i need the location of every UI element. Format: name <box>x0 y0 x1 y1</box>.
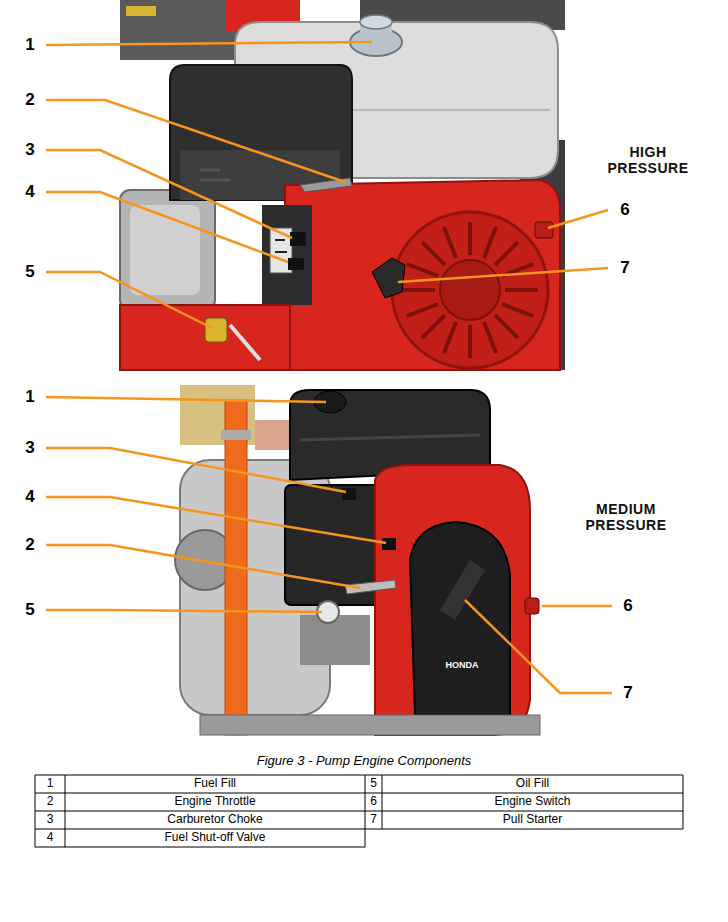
callout-number: 6 <box>623 596 632 616</box>
table-cell: 1 <box>35 775 65 793</box>
section-heading: HIGH PRESSURE <box>598 144 698 176</box>
section-heading: MEDIUM PRESSURE <box>576 501 676 533</box>
table-cell: Fuel Fill <box>65 775 365 793</box>
table-cell: Engine Throttle <box>65 793 365 811</box>
table-cell: 7 <box>365 811 382 829</box>
callout-number: 2 <box>25 90 34 110</box>
leader-lines <box>46 42 612 693</box>
table-cell: 3 <box>35 811 65 829</box>
table-cell: Fuel Shut-off Valve <box>65 829 365 847</box>
callout-number: 6 <box>620 200 629 220</box>
table-cell: 2 <box>35 793 65 811</box>
table-cell: 5 <box>365 775 382 793</box>
table-cell: Oil Fill <box>382 775 683 793</box>
callout-number: 3 <box>25 438 34 458</box>
callout-number: 1 <box>25 35 34 55</box>
callout-number: 3 <box>25 140 34 160</box>
callout-number: 2 <box>25 535 34 555</box>
brand-mark: HONDA <box>446 660 479 670</box>
table-cell: Carburetor Choke <box>65 811 365 829</box>
table-cell: 4 <box>35 829 65 847</box>
callout-number: 5 <box>25 600 34 620</box>
callout-number: 1 <box>25 387 34 407</box>
callout-number: 5 <box>25 262 34 282</box>
callout-number: 4 <box>25 487 34 507</box>
table-cell: Engine Switch <box>382 793 683 811</box>
table-grid <box>35 775 683 847</box>
table-cell: 6 <box>365 793 382 811</box>
callout-number: 7 <box>620 258 629 278</box>
figure-caption: Figure 3 - Pump Engine Components <box>257 754 472 769</box>
medium-pressure-engine <box>175 385 540 735</box>
callout-number: 4 <box>25 182 34 202</box>
callout-number: 7 <box>623 683 632 703</box>
table-cell: Pull Starter <box>382 811 683 829</box>
